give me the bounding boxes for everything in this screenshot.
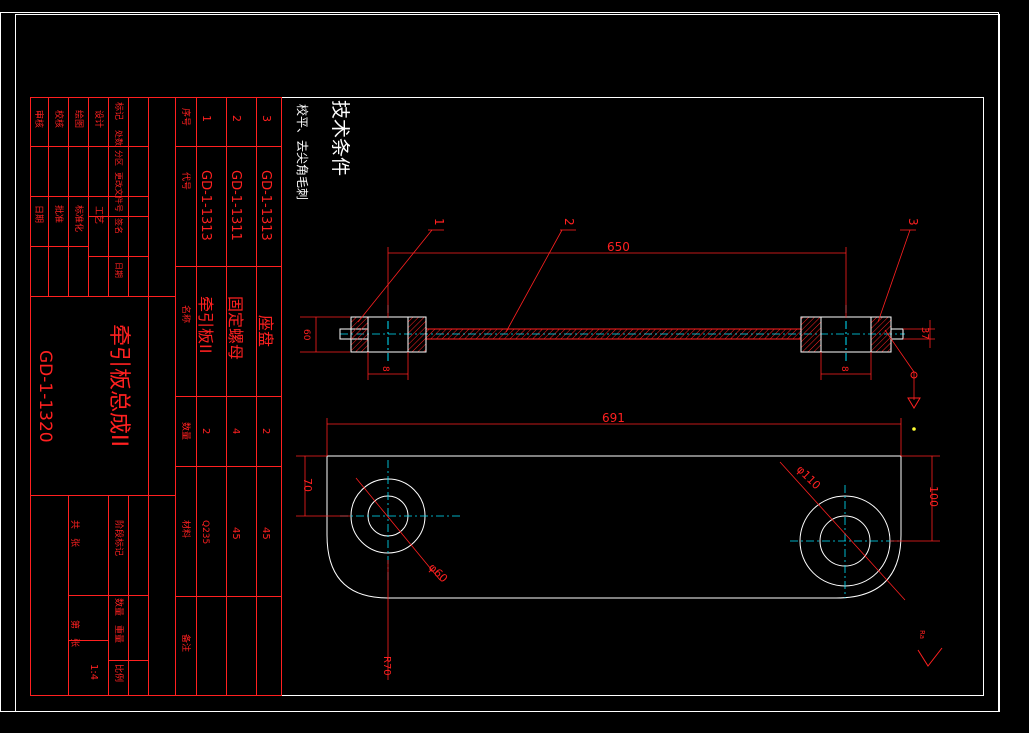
bom-code: GD-1-1311 <box>228 170 243 241</box>
bom-seq: 1 <box>200 115 213 122</box>
sign-row-label: 标记 <box>113 102 125 120</box>
bom-name: 座盘 <box>256 315 275 347</box>
plate-dims <box>296 418 940 680</box>
dim-r70: R70 <box>381 656 392 676</box>
dim-phi60: φ60 <box>426 561 450 585</box>
sign-col-label: 分区 <box>114 150 123 166</box>
bom-header-material: 材料 <box>180 520 192 538</box>
bom-header-name: 名称 <box>180 305 192 323</box>
callout-3: 3 <box>906 218 920 226</box>
sheet-frame <box>0 12 1000 712</box>
role-label: 审核 <box>33 110 45 128</box>
callout-1: 1 <box>432 218 446 226</box>
weight-label: 重量 <box>113 625 125 643</box>
dim-70: 70 <box>301 478 314 492</box>
dim-phi110: φ110 <box>794 463 823 492</box>
stage-label: 阶段标记 <box>113 520 125 556</box>
sheet-current: 第 张 <box>69 620 81 647</box>
qty-label: 数量 <box>113 598 125 616</box>
sign-col-label: 签名 <box>114 218 124 234</box>
sign-row-label: 设计 <box>93 110 105 128</box>
surface-roughness-mark: Ra <box>917 630 943 667</box>
bom-material: Q235 <box>200 520 210 544</box>
scale-value: 1:4 <box>88 664 99 680</box>
bom-qty: 2 <box>260 428 271 434</box>
bom-header-remark: 备注 <box>180 634 192 652</box>
bom-name: 牵引板II <box>196 296 215 353</box>
bom-qty: 2 <box>200 428 211 434</box>
dim-100: 100 <box>927 486 940 507</box>
scale-label: 比例 <box>113 664 125 682</box>
dim-8-right: 8 <box>839 366 849 372</box>
bom-name: 固定螺母 <box>226 296 245 360</box>
dim-60: 60 <box>301 329 311 341</box>
dim-650: 650 <box>607 240 630 254</box>
sign-col-label: 日期 <box>114 262 123 278</box>
plate-outline <box>326 455 902 599</box>
bom-seq: 3 <box>260 115 273 122</box>
tech-notes-title: 技术条件 <box>329 100 351 176</box>
sign-col-label: 处数 <box>114 130 124 146</box>
sign-col-label: 更改文件号 <box>114 172 124 212</box>
bom-code: GD-1-1313 <box>198 170 213 241</box>
assembly-side-view <box>339 305 905 362</box>
bom-material: 45 <box>230 527 241 540</box>
bom-header-seq: 序号 <box>180 108 192 126</box>
bom-qty: 4 <box>230 428 241 434</box>
sign-row-label: 工艺 <box>93 206 104 224</box>
bom-header-qty: 数量 <box>180 422 192 440</box>
mid-label: 批准 <box>53 205 65 223</box>
drawing-name: 牵引板总成II <box>106 324 131 447</box>
dim-691: 691 <box>602 411 625 425</box>
sheets-total: 共 张 <box>69 520 80 547</box>
bom-header-code: 代号 <box>180 172 191 190</box>
title-block <box>30 97 282 696</box>
side-view-dims <box>300 229 935 400</box>
drawing-number: GD-1-1320 <box>35 350 55 443</box>
dim-8-left: 8 <box>380 366 390 372</box>
role-label: 校核 <box>53 110 65 128</box>
role-label: 绘图 <box>73 110 85 128</box>
callout-2: 2 <box>562 218 576 226</box>
dim-37: 37 <box>919 327 930 340</box>
mid-label: 日期 <box>33 205 44 223</box>
roughness-label: Ra <box>918 630 926 639</box>
mid-label: 标准化 <box>73 205 85 232</box>
tech-notes-line: 校平、去尖角毛刺 <box>295 104 310 200</box>
bom-material: 45 <box>260 527 271 540</box>
bom-seq: 2 <box>230 115 243 122</box>
bom-code: GD-1-1313 <box>258 170 273 241</box>
